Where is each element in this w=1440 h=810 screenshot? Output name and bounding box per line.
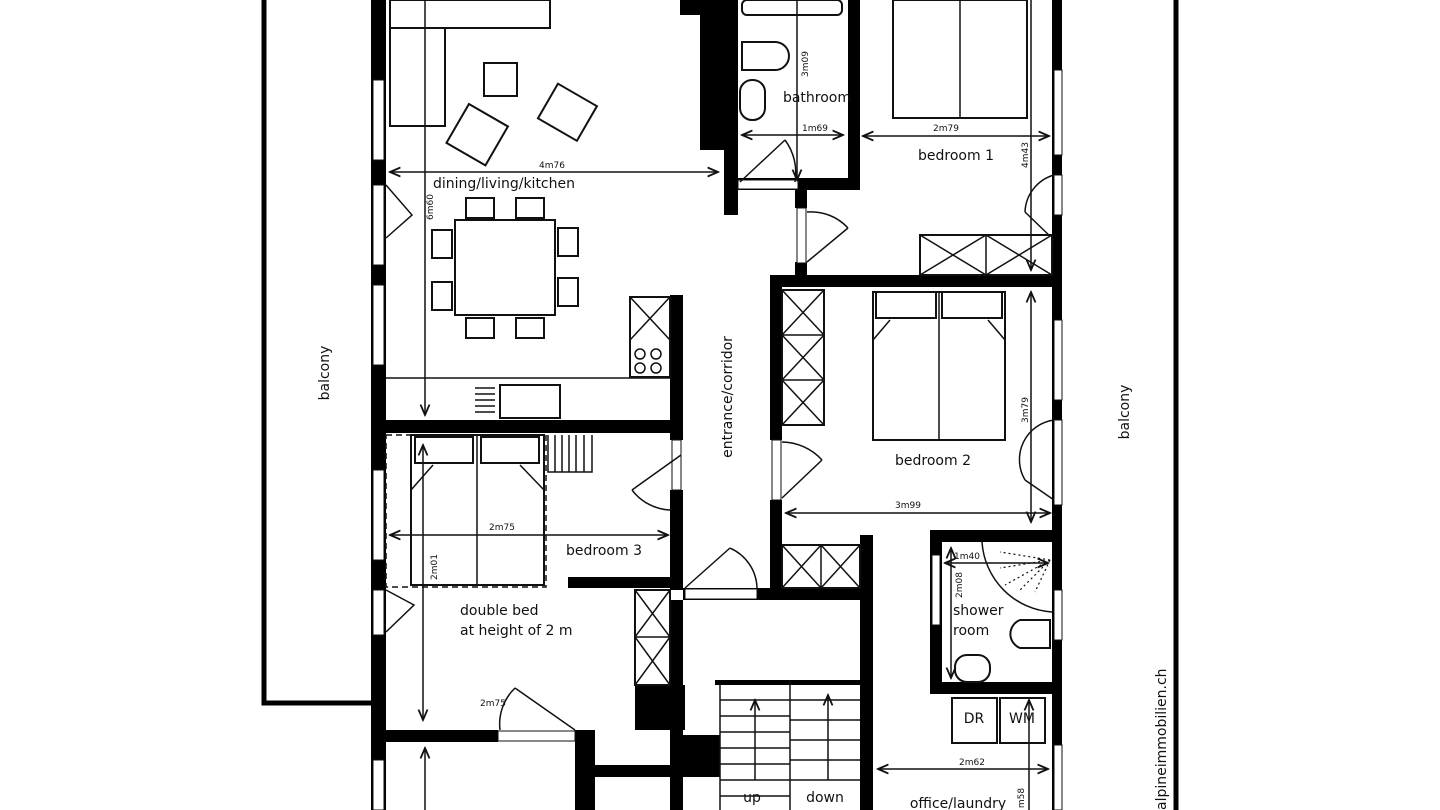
dim-living-height: 6m60 — [426, 194, 436, 220]
room-label-shower-2: room — [953, 623, 989, 639]
room-label-bedroom-2: bedroom 2 — [895, 453, 971, 469]
dim-bed2-width: 3m99 — [895, 501, 921, 511]
room-label-living: dining/living/kitchen — [433, 176, 575, 192]
watermark: alpineimmobilien.ch — [1154, 668, 1170, 810]
dim-bed3-door: 2m75 — [480, 699, 506, 709]
dim-bath-width: 1m69 — [802, 124, 828, 134]
dim-shower-width: 1m40 — [954, 552, 980, 562]
dim-bed2-height: 3m79 — [1021, 397, 1031, 423]
room-label-shower-1: shower — [953, 603, 1004, 619]
dim-bed3-height: 2m01 — [430, 554, 440, 580]
furniture — [385, 0, 1053, 810]
room-label-bedroom-3: bedroom 3 — [566, 543, 642, 559]
dimension-lines — [390, 0, 1050, 810]
room-label-bathroom: bathroom — [783, 90, 851, 106]
dim-living-width: 4m76 — [539, 161, 565, 171]
dim-office-height: m58 — [1017, 788, 1027, 808]
room-label-balcony-right: balcony — [1117, 385, 1133, 440]
dim-office-width: 2m62 — [959, 758, 985, 768]
room-label-balcony-left: balcony — [317, 346, 333, 401]
stairs-down-label: down — [806, 790, 844, 806]
dim-shower-height: 2m08 — [955, 572, 965, 598]
washer-label: WM — [1009, 711, 1035, 727]
room-label-office: office/laundry — [910, 796, 1006, 810]
dim-bath-height: 3m09 — [801, 51, 811, 77]
room-label-bedroom-1: bedroom 1 — [918, 148, 994, 164]
dining-table — [454, 219, 556, 316]
note-bed-1: double bed — [460, 603, 539, 619]
dim-bed3-width: 2m75 — [489, 523, 515, 533]
dim-bed1-width: 2m79 — [933, 124, 959, 134]
windows — [372, 69, 1063, 810]
dim-bed1-height: 4m43 — [1021, 142, 1031, 168]
note-bed-2: at height of 2 m — [460, 623, 573, 639]
dryer-label: DR — [964, 711, 985, 727]
balcony-left-outline — [261, 0, 372, 706]
stairs-up-label: up — [743, 790, 761, 806]
room-label-corridor: entrance/corridor — [720, 336, 736, 458]
